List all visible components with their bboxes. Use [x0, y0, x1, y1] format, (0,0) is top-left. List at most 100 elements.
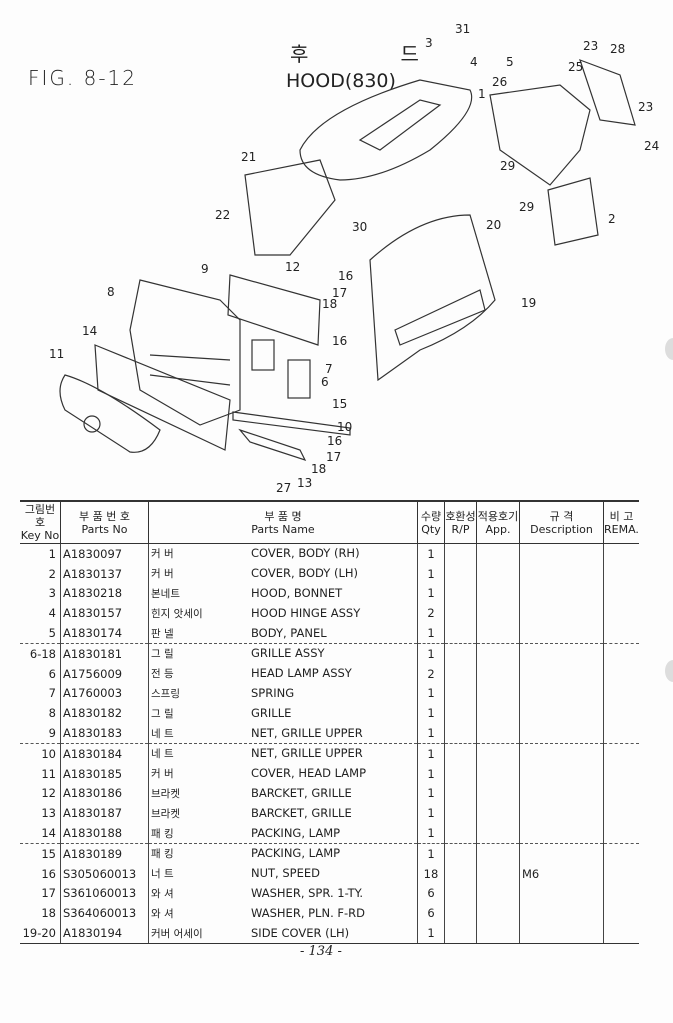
header-ko: 호환성 — [445, 509, 476, 523]
qty: 6 — [417, 883, 445, 904]
part-no: A1830189 — [60, 843, 149, 864]
app — [476, 723, 520, 744]
callout-9: 9 — [201, 262, 209, 276]
header-en: Parts Name — [251, 522, 315, 536]
key-no: 6 — [48, 666, 56, 681]
app — [476, 543, 520, 564]
header-ko: 부 품 명 — [264, 509, 302, 523]
part-name-en: COVER, HEAD LAMP — [251, 766, 366, 781]
qty: 1 — [417, 783, 445, 804]
callout-21: 21 — [241, 150, 256, 164]
part-no: A1830218 — [60, 583, 149, 604]
app — [476, 843, 520, 864]
remarks — [602, 863, 639, 884]
key-no: 8 — [48, 706, 56, 721]
callout-12: 12 — [285, 260, 300, 274]
callout-16: 16 — [338, 269, 353, 283]
callout-27: 27 — [276, 481, 291, 495]
qty: 1 — [417, 683, 445, 704]
callout-25: 25 — [568, 60, 583, 74]
part-name-ko: 와 셔 — [151, 907, 174, 920]
rp — [444, 623, 477, 644]
remarks — [602, 623, 639, 644]
part-name-en: COVER, BODY (LH) — [251, 566, 358, 581]
hood-bonnet — [299, 79, 473, 181]
part-name-en: HOOD, BONNET — [251, 585, 343, 600]
remarks — [602, 923, 639, 944]
header-en: REMA. — [604, 522, 639, 536]
remarks — [602, 763, 639, 784]
part-name-ko: 커 버 — [151, 768, 174, 781]
binder-hole — [665, 338, 673, 360]
description — [519, 923, 604, 944]
rp — [444, 903, 477, 924]
callout-10: 10 — [337, 420, 352, 434]
key-no: 2 — [48, 566, 56, 581]
rp — [444, 683, 477, 704]
app — [476, 703, 520, 724]
qty: 1 — [417, 843, 445, 864]
binder-hole — [665, 660, 673, 682]
description — [519, 603, 604, 624]
part-name-en: NET, GRILLE UPPER — [251, 725, 363, 740]
part-name-en: WASHER, PLN. F-RD — [251, 905, 365, 920]
part-name-ko: 커 버 — [151, 568, 174, 581]
part-no: A1830194 — [60, 923, 149, 944]
part-no: A1830097 — [60, 543, 149, 564]
key-no: 4 — [48, 606, 56, 621]
app — [476, 623, 520, 644]
qty: 2 — [417, 663, 445, 684]
part-no: A1830181 — [60, 643, 149, 664]
part-name: 커 버 COVER, BODY (LH) — [148, 563, 418, 584]
callout-4: 4 — [470, 55, 478, 69]
key-no: 18 — [41, 906, 56, 921]
part-name-ko: 커 버 — [151, 548, 174, 561]
description — [519, 763, 604, 784]
title-english: HOOD(830) — [286, 70, 396, 92]
rp — [444, 843, 477, 864]
callout-6: 6 — [321, 375, 329, 389]
callout-17: 17 — [332, 286, 347, 300]
part-name-ko: 판 넬 — [151, 627, 174, 640]
key-no: 10 — [41, 746, 56, 761]
app — [476, 603, 520, 624]
remarks — [602, 823, 639, 844]
description — [519, 703, 604, 724]
remarks — [602, 683, 639, 704]
key-no: 1 — [48, 546, 56, 561]
part-name-ko: 네 트 — [151, 748, 174, 761]
callout-30: 30 — [352, 220, 367, 234]
key-no: 7 — [48, 686, 56, 701]
part-no: A1830157 — [60, 603, 149, 624]
grille — [129, 279, 241, 426]
part-name-ko: 패 킹 — [151, 848, 174, 861]
app — [476, 563, 520, 584]
callout-28: 28 — [610, 42, 625, 56]
key-no: 6-18 — [29, 646, 56, 661]
part-name-en: BARCKET, GRILLE — [251, 785, 352, 800]
remarks — [602, 703, 639, 724]
callout-15: 15 — [332, 397, 347, 411]
header-en: Description — [530, 522, 593, 536]
callout-13: 13 — [297, 476, 312, 490]
side-cover-lh — [369, 214, 496, 382]
description — [519, 723, 604, 744]
header-ko: 비 고 — [609, 509, 634, 523]
